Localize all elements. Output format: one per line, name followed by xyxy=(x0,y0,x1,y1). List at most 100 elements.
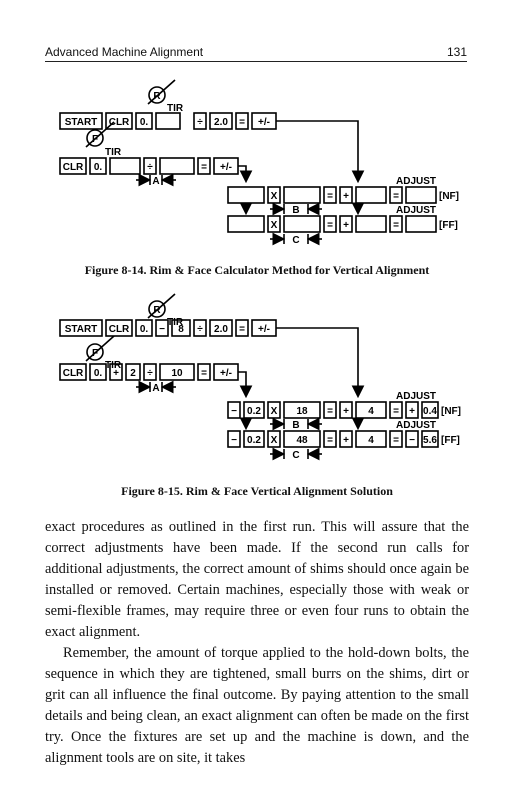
dimension-a-label: A xyxy=(152,176,159,187)
figure-8-15-caption: Figure 8-15. Rim & Face Vertical Alignme… xyxy=(121,484,393,498)
key-plus-2-label: + xyxy=(343,220,349,231)
dimension-c-2 xyxy=(270,447,322,461)
key-clr-4-label: CLR xyxy=(63,368,84,379)
row2-minus-value: 0.2 xyxy=(247,435,261,446)
key-plusminus-label: +/- xyxy=(258,117,270,128)
figure-8-14: R TIR F TIR START CLR 0. ÷ 2.0 = +/- CLR… xyxy=(59,79,459,246)
c-value-box xyxy=(283,430,321,448)
key-minus-4 xyxy=(405,430,419,448)
key-clr xyxy=(105,112,133,130)
dimension-b-label: B xyxy=(292,205,299,216)
paragraph-1: exact procedures as outlined in the firs… xyxy=(45,519,469,640)
row2-minus-value-box xyxy=(243,430,265,448)
key-plusminus-3-label: +/- xyxy=(258,324,270,335)
face-tir-label: TIR xyxy=(105,147,122,158)
key-equals-4-label: = xyxy=(393,191,399,202)
dimension-b-2-label: B xyxy=(292,420,299,431)
entry-box-2 xyxy=(109,157,141,175)
dimension-c xyxy=(270,232,322,246)
key-zero-label: 0. xyxy=(140,117,149,128)
key-zero-4 xyxy=(89,363,107,381)
key-start xyxy=(59,112,103,130)
key-divide-3-label: ÷ xyxy=(197,324,203,335)
face-symbol-icon-2 xyxy=(86,343,104,361)
key-equals-7-label: = xyxy=(239,324,245,335)
face-letter: F xyxy=(92,134,98,145)
adjust-label-2: ADJUST xyxy=(396,205,436,216)
far-foot-label-2: [FF] xyxy=(441,435,460,446)
result-box-2 xyxy=(227,215,265,233)
key-minus-4-label: − xyxy=(409,435,415,446)
row1-minus-value-box xyxy=(243,401,265,419)
page-number: 131 xyxy=(446,45,467,59)
rim-letter-2: R xyxy=(153,305,161,316)
key-equals-11-label: = xyxy=(327,435,333,446)
entry-c xyxy=(283,215,321,233)
key-divide-3 xyxy=(193,319,207,337)
rim-symbol-icon-2 xyxy=(148,300,166,318)
key-plusminus-2-label: +/- xyxy=(220,162,232,173)
key-ratio xyxy=(209,112,233,130)
key-minus-1-label: − xyxy=(159,324,165,335)
far-foot-label: [FF] xyxy=(439,220,458,231)
key-plus-4-label: + xyxy=(343,406,349,417)
row2-plus-value: 4 xyxy=(368,435,374,446)
connector-line-1 xyxy=(276,120,365,184)
rim-symbol-icon xyxy=(148,86,166,104)
key-clr-4 xyxy=(59,363,87,381)
result-ff xyxy=(405,215,437,233)
rim-tir-label: TIR xyxy=(167,103,184,114)
key-start-label: START xyxy=(65,117,98,128)
key-plus-5-label: + xyxy=(409,406,415,417)
key-equals-10 xyxy=(389,401,403,419)
face-tir-label-2: TIR xyxy=(105,360,122,371)
key-zero-2 xyxy=(89,157,107,175)
key-plus-1-label: + xyxy=(343,191,349,202)
running-title: Advanced Machine Alignment xyxy=(45,45,204,59)
key-zero-3 xyxy=(135,319,153,337)
face-value: 2 xyxy=(130,368,136,379)
rim-tir-label-2: TIR xyxy=(167,317,184,328)
row1-minus-value: 0.2 xyxy=(247,406,261,417)
ff-result: 5.6 xyxy=(423,435,437,446)
key-divide-4-label: ÷ xyxy=(147,368,153,379)
key-zero xyxy=(135,112,153,130)
key-times-2 xyxy=(267,215,281,233)
nf-result: 0.4 xyxy=(423,406,437,417)
key-plus-3-label: + xyxy=(113,368,119,379)
key-ratio-2-label: 2.0 xyxy=(214,324,228,335)
connector-line-6 xyxy=(238,371,253,399)
key-plus-3 xyxy=(109,363,123,381)
key-plus-2 xyxy=(339,215,353,233)
b-value: 18 xyxy=(296,406,308,417)
key-divide-4 xyxy=(143,363,157,381)
key-times-4 xyxy=(267,430,281,448)
entry-plus-2 xyxy=(355,215,387,233)
key-equals-label: = xyxy=(239,117,245,128)
key-equals-6-label: = xyxy=(393,220,399,231)
key-divide-2-label: ÷ xyxy=(147,162,153,173)
key-equals-3 xyxy=(323,186,337,204)
key-plus-6-label: + xyxy=(343,435,349,446)
key-divide xyxy=(193,112,207,130)
key-equals-2-label: = xyxy=(201,162,207,173)
a-value-box xyxy=(159,363,195,381)
rim-value: 8 xyxy=(178,324,184,335)
rim-value-box xyxy=(171,319,191,337)
adjust-label-1: ADJUST xyxy=(396,176,436,187)
key-equals-6 xyxy=(389,215,403,233)
key-clr-3 xyxy=(105,319,133,337)
key-equals-10-label: = xyxy=(393,406,399,417)
key-times-3-label: X xyxy=(271,406,278,417)
a-value: 10 xyxy=(171,368,183,379)
entry-plus-1 xyxy=(355,186,387,204)
entry-box xyxy=(155,112,181,130)
key-equals-12 xyxy=(389,430,403,448)
connector-line-5 xyxy=(276,327,365,399)
key-clr-3-label: CLR xyxy=(109,324,130,335)
result-box-1 xyxy=(227,186,265,204)
body-text: exact procedures as outlined in the firs… xyxy=(45,517,469,769)
c-value: 48 xyxy=(296,435,308,446)
dimension-c-label: C xyxy=(292,235,299,246)
entry-box-3 xyxy=(159,157,195,175)
